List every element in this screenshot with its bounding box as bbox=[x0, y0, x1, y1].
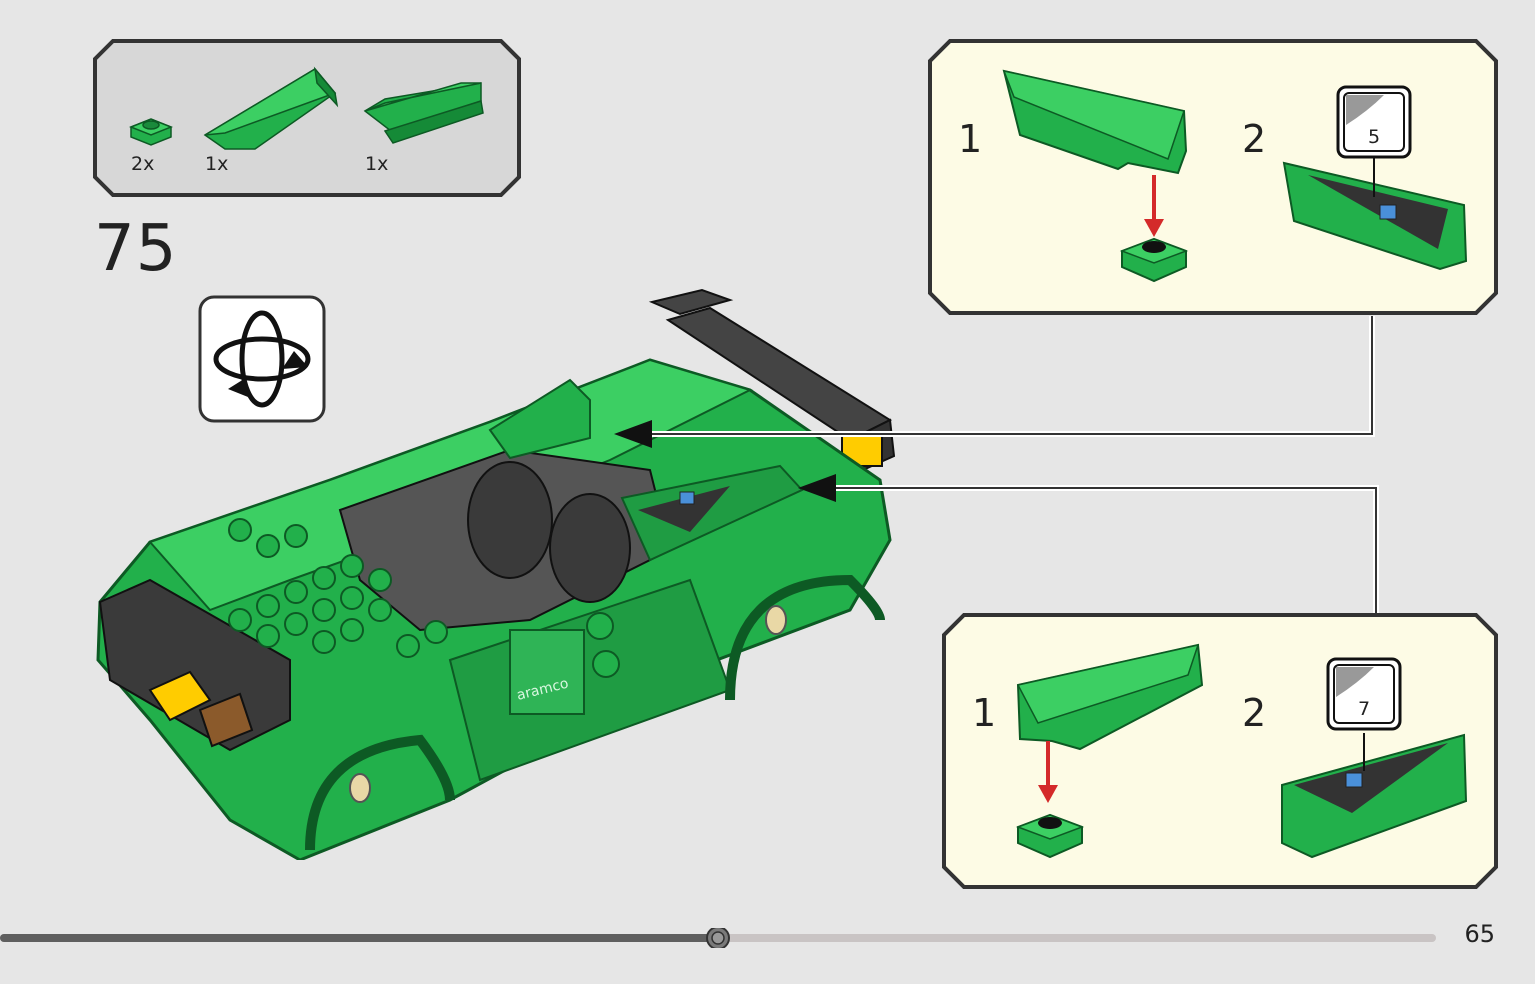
studs-icon bbox=[228, 518, 620, 678]
plate-part-icon bbox=[1015, 813, 1085, 859]
callout-frame bbox=[928, 39, 1498, 315]
added-wedge-top-icon bbox=[488, 378, 591, 460]
step-number: 75 bbox=[94, 212, 178, 286]
part-qty-3: 1x bbox=[365, 153, 389, 175]
parts-list: 2x 1x 1x bbox=[93, 39, 521, 197]
parts-list-frame bbox=[93, 39, 521, 197]
page-progress-bar[interactable] bbox=[0, 928, 1440, 948]
wedge-left-icon bbox=[203, 66, 339, 150]
rotate-model-button[interactable] bbox=[198, 295, 326, 423]
substep-label-1: 1 bbox=[958, 117, 983, 161]
substep-label-2: 2 bbox=[1242, 691, 1267, 735]
sticker-number: 5 bbox=[1367, 126, 1381, 148]
wedge-right-icon bbox=[363, 82, 484, 144]
callout-frame bbox=[942, 613, 1498, 889]
wedge-part-icon bbox=[1016, 643, 1204, 751]
progress-fill bbox=[0, 934, 718, 942]
wedge-part-icon bbox=[1002, 69, 1188, 175]
substep-label-2: 2 bbox=[1242, 117, 1267, 161]
sticker-number: 7 bbox=[1357, 698, 1371, 720]
sticker-icon bbox=[1336, 85, 1412, 159]
plate-1x1-icon bbox=[128, 118, 174, 146]
rotate-model-icon bbox=[198, 295, 326, 423]
axle-icon bbox=[349, 605, 787, 803]
part-qty-1: 2x bbox=[131, 153, 155, 175]
sticker-icon bbox=[1326, 657, 1402, 731]
subassembly-callout-top: 1 2 5 bbox=[928, 39, 1498, 315]
car-model-illustration: aramco bbox=[90, 280, 910, 860]
substep-label-1: 1 bbox=[972, 691, 997, 735]
subassembly-callout-bottom: 1 2 7 bbox=[942, 613, 1498, 889]
car-model-graphic: aramco bbox=[96, 288, 896, 860]
part-qty-2: 1x bbox=[205, 153, 229, 175]
plate-part-icon bbox=[1119, 237, 1189, 283]
progress-track bbox=[0, 928, 1436, 948]
wedge-with-sticker-icon bbox=[1281, 733, 1468, 859]
wedge-with-sticker-icon bbox=[1282, 161, 1468, 271]
page-number: 65 bbox=[1464, 920, 1495, 948]
progress-knob[interactable] bbox=[706, 928, 730, 948]
